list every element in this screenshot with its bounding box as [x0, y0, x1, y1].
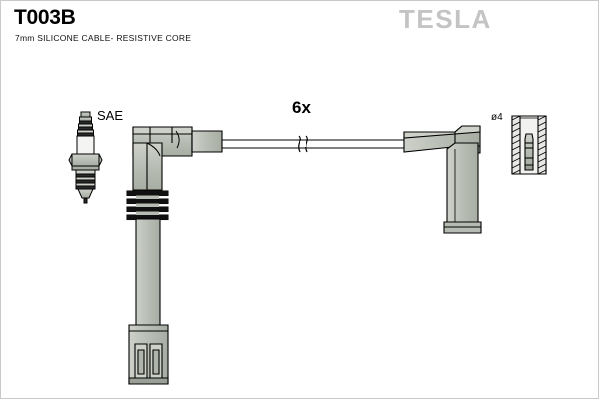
- tesla-brand-logo: TESLA: [399, 8, 492, 32]
- label-terminal-diameter: ø4: [491, 112, 503, 123]
- ignition-cable-run: [221, 139, 405, 149]
- spark-plug-icon: [68, 111, 103, 204]
- coil-terminal-icon: [511, 115, 547, 175]
- cable-break-symbol-icon: [298, 135, 308, 153]
- page-title: T003B: [14, 6, 76, 29]
- brand-logo-text: TESLA: [399, 8, 492, 32]
- elbow-connector-boot-icon: [126, 126, 223, 385]
- straight-connector-boot-icon: [403, 125, 482, 234]
- label-quantity: 6x: [292, 98, 311, 117]
- label-sae: SAE: [97, 108, 124, 123]
- product-subtitle: 7mm SILICONE CABLE- RESISTIVE CORE: [15, 33, 192, 43]
